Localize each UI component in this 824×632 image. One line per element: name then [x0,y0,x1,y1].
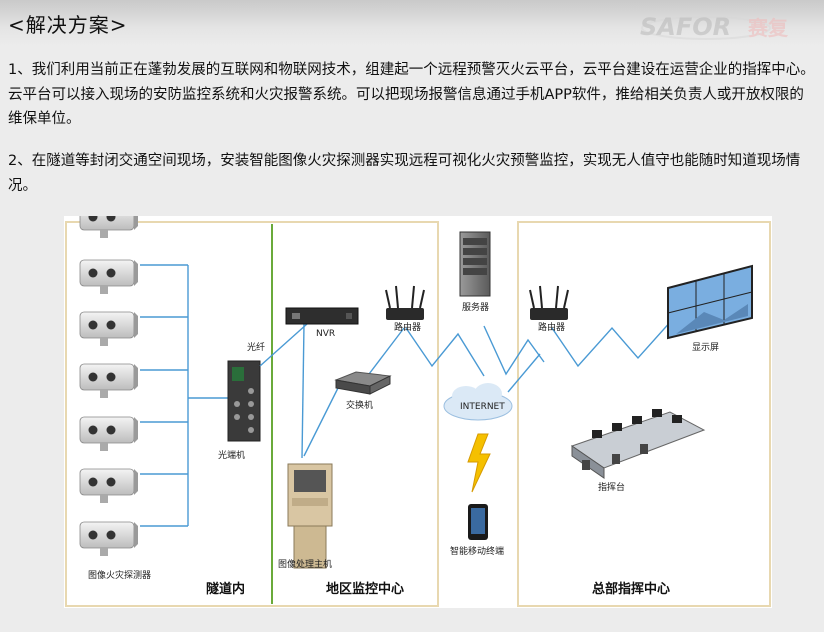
zone-label-regional: 地区监控中心 [326,581,404,597]
display-wall [667,264,753,340]
label-nvr: NVR [316,329,335,339]
label-display: 显示屏 [692,342,719,353]
network-links [259,313,697,459]
label-router-left: 路由器 [394,321,421,333]
router-left [385,285,425,320]
paragraph-1: 1、我们利用当前正在蓬勃发展的互联网和物联网技术，组建起一个远程预警灭火云平台，… [8,62,815,127]
optical-terminal [227,360,261,442]
header-bar: <解决方案> SAFOR 赛复 [0,0,824,46]
internet-cloud [443,383,513,421]
svg-text:赛复: 赛复 [747,16,789,40]
label-internet: INTERNET [460,402,505,412]
network-switch [334,371,392,395]
label-server: 服务器 [462,301,489,313]
label-console: 指挥台 [598,481,625,493]
label-detector: 图像火灾探测器 [88,569,151,581]
safor-logo: SAFOR 赛复 [640,13,789,41]
zone-left-border [65,221,439,607]
server-rack [459,231,491,297]
nvr-device [285,307,359,325]
label-fiber: 光纤 [247,341,265,353]
fire-detector-group [79,216,139,557]
image-processor [287,463,333,569]
page-title: <解决方案> [8,13,128,37]
label-processor: 图像处理主机 [278,558,332,570]
zone-right-border [517,221,771,607]
label-router-right: 路由器 [538,321,565,333]
detector-wiring [140,264,228,527]
lightning-icon [467,433,491,493]
svg-text:SAFOR: SAFOR [640,13,731,41]
zone-label-hq: 总部指挥中心 [592,581,670,597]
label-mobile: 智能移动终端 [450,545,504,557]
label-optical-terminal: 光端机 [218,449,245,461]
command-console [570,409,706,479]
router-right [529,285,569,320]
zone-label-tunnel: 隧道内 [206,581,245,597]
paragraph-2: 2、在隧道等封闭交通空间现场，安装智能图像火灾探测器实现远程可视化火灾预警监控，… [8,153,801,194]
label-switch: 交换机 [346,399,373,411]
mobile-phone [468,504,488,540]
system-diagram: 图像火灾探测器 光纤 光端机 NVR 路由器 交换机 图像处理主机 服务器 IN… [64,216,772,608]
